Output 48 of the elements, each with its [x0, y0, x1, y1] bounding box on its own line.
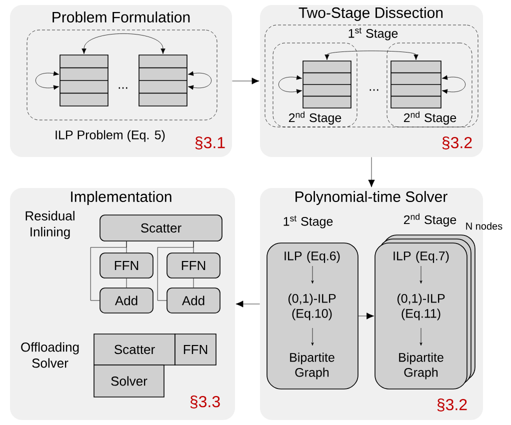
block-box: FFN	[174, 334, 216, 366]
block-box: Add	[100, 288, 154, 314]
section-number: §3.2	[442, 136, 472, 150]
arrow	[236, 300, 260, 308]
side-label: Offloading Solver	[21, 342, 79, 368]
connector-line	[193, 278, 194, 288]
connector-line	[126, 278, 127, 288]
stage-label: 2$^{nd}$ Stage	[404, 213, 456, 227]
loop-arrow	[324, 50, 418, 60]
block-box: FFN	[100, 252, 154, 278]
block-box: Scatter	[94, 334, 176, 366]
panel-title: Two-Stage Dissection	[298, 7, 443, 21]
arrow	[358, 312, 374, 320]
section-number: §3.1	[195, 136, 225, 150]
loop-arrow	[35, 71, 60, 90]
box-text: ILP (Eq.6)	[284, 251, 340, 263]
block-box: Add	[166, 288, 220, 314]
loop-arrow	[278, 75, 302, 94]
table-drawing	[390, 60, 442, 108]
ellipsis: ...	[118, 87, 128, 89]
count-label: N nodes	[466, 222, 502, 230]
box-caption: ILP Problem (Eq. 5)	[56, 130, 165, 142]
loop-arrow	[442, 75, 466, 94]
ellipsis: ...	[370, 89, 378, 91]
arrow	[368, 157, 375, 188]
table-drawing	[60, 54, 108, 106]
table-drawing	[302, 60, 352, 108]
block-box: FFN	[166, 252, 220, 278]
side-label: Residual Inlining	[26, 210, 74, 240]
panel-title: Implementation	[71, 191, 172, 205]
table-drawing	[138, 54, 188, 106]
stage-label: 1$^{st}$ Stage	[348, 28, 398, 40]
box-text: Bipartite Graph	[290, 352, 334, 380]
block-box: Scatter	[100, 214, 222, 242]
block-box: Solver	[94, 364, 164, 398]
box-text: (0,1)-ILP (Eq.10)	[288, 294, 336, 320]
section-number: §3.3	[190, 396, 220, 408]
panel-title: Problem Formulation	[52, 12, 190, 22]
connector-line	[157, 241, 194, 301]
stage-label: 2$^{nd}$ Stage	[288, 111, 342, 125]
connector-line	[90, 241, 127, 301]
section-number: §3.2	[437, 398, 467, 412]
stage-label: 2$^{nd}$ Stage	[404, 111, 456, 125]
stage-label: 1$^{st}$ Stage	[284, 216, 333, 228]
loop-arrow	[82, 33, 166, 54]
loop-arrow	[188, 71, 212, 90]
arrow	[232, 78, 260, 84]
panel-title: Polynomial-time Solver	[296, 191, 448, 205]
